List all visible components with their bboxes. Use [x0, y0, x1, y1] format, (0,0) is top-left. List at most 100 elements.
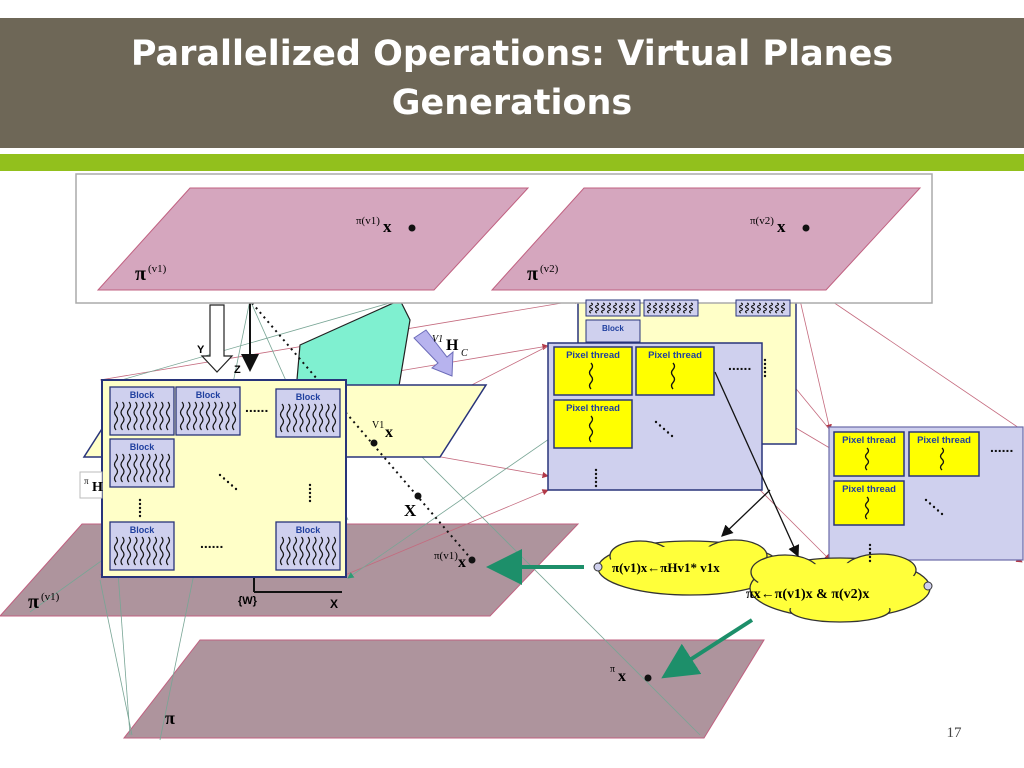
divider-white — [0, 148, 1024, 154]
pixel-thread: Pixel thread — [553, 399, 633, 449]
axis-x-label: X — [330, 597, 338, 611]
continuation-dots: ...... — [728, 357, 751, 373]
block-label: Block — [296, 525, 322, 535]
thread-squiggles — [113, 453, 171, 483]
top-plane-2-point: x — [777, 217, 786, 236]
top-plane-1-point: x — [383, 217, 392, 236]
thread-squiggle — [939, 447, 945, 471]
pixel-thread: Pixel thread — [833, 480, 905, 526]
y-axis-hollow-arrow — [200, 304, 234, 373]
block-label: Block — [130, 390, 156, 400]
block — [585, 299, 641, 317]
block-label: Block — [130, 442, 156, 452]
slide-title: Parallelized Operations: Virtual Planes … — [0, 30, 1024, 128]
block: Block — [275, 521, 341, 571]
cloud-2-text: πx←π(v1)x & π(v2)x — [746, 587, 869, 602]
axis-z-label: Z — [234, 364, 241, 376]
continuation-dots-vertical — [308, 483, 312, 503]
bottom-plane-point-pre: π — [610, 664, 615, 675]
block-label: Block — [130, 525, 156, 535]
continuation-dots: ...... — [200, 535, 223, 551]
block: Block — [109, 438, 175, 488]
slide-title-line-2: Generations — [391, 83, 633, 123]
pixel-thread-label: Pixel thread — [842, 484, 896, 495]
image-point-pre: V1 — [372, 420, 384, 431]
thread-squiggles — [113, 401, 171, 431]
cloud-1-text: π(v1)x←πHv1* v1x — [612, 560, 720, 575]
thread-squiggles — [589, 302, 635, 314]
pixel-thread: Pixel thread — [553, 346, 633, 396]
continuation-dots-vertical — [594, 468, 598, 488]
world-frame-label: {W} — [238, 595, 258, 607]
partial-label-pre: π — [84, 476, 89, 486]
pixel-thread-label: Pixel thread — [842, 435, 896, 446]
homography-arrow — [413, 329, 454, 377]
continuation-dots: ...... — [990, 439, 1013, 455]
camera-ray — [251, 302, 476, 564]
thread-squiggle — [588, 362, 594, 390]
thread-squiggles — [113, 536, 171, 566]
pixel-thread-label: Pixel thread — [566, 350, 620, 361]
plane-pi-v1 — [96, 187, 530, 291]
block-label: Block — [296, 392, 322, 402]
thread-cloud-2 — [749, 553, 933, 623]
homography-label: H — [446, 337, 459, 354]
result-arrows — [486, 549, 754, 679]
block: Block — [275, 388, 341, 438]
pixel-thread: Pixel thread — [833, 431, 905, 477]
block — [735, 299, 791, 317]
thread-squiggle — [588, 415, 594, 443]
block-label: Block — [196, 390, 222, 400]
top-plane-2-sup: (v2) — [540, 263, 559, 275]
block-label: Block — [602, 324, 624, 333]
block: Block — [585, 319, 641, 343]
pixel-thread: Pixel thread — [908, 431, 980, 477]
world-point: X — [404, 501, 417, 520]
homography-sub: C — [461, 348, 468, 359]
top-plane-1-point-pre: π(v1) — [356, 215, 380, 227]
continuation-dots-vertical — [138, 498, 142, 518]
top-plane-2-point-pre: π(v2) — [750, 215, 774, 227]
left-plane-name: π — [28, 591, 39, 613]
left-plane-sup: (v1) — [41, 591, 60, 603]
cloud-texts: π(v1)x←πHv1* v1x πx←π(v1)x & π(v2)x — [612, 560, 869, 602]
axis-labels: Y Z {W} X — [197, 344, 338, 611]
plane-pi-bottom — [122, 639, 765, 739]
thread-squiggles — [647, 302, 693, 314]
divider-green — [0, 154, 1024, 171]
plane-pi-v2 — [490, 187, 922, 291]
left-plane-point: x — [458, 554, 466, 571]
continuation-dots-diagonal — [654, 420, 674, 438]
top-plane-2-name: π — [527, 263, 538, 285]
left-plane-point-pre: π(v1) — [434, 550, 458, 562]
block — [643, 299, 699, 317]
thread-squiggles — [279, 403, 337, 433]
pixel-thread: Pixel thread — [635, 346, 715, 396]
thread-squiggle — [864, 496, 870, 520]
block: Block — [109, 386, 175, 436]
thread-cloud-1 — [593, 539, 783, 596]
thread-squiggle — [864, 447, 870, 471]
top-plane-1-name: π — [135, 263, 146, 285]
thread-squiggle — [670, 362, 676, 390]
top-plane-1-sup: (v1) — [148, 263, 167, 275]
block: Block — [175, 386, 241, 436]
pixel-thread-label: Pixel thread — [648, 350, 702, 361]
thread-squiggles — [279, 536, 337, 566]
partial-label: H — [92, 480, 103, 495]
thread-squiggles — [179, 401, 237, 431]
continuation-dots-vertical — [763, 358, 767, 378]
pixel-thread-label: Pixel thread — [917, 435, 971, 446]
continuation-dots-layer: ........................ — [138, 357, 1013, 563]
continuation-dots-vertical — [868, 543, 872, 563]
diagram-labels: π(v1) x π (v1) π(v2) x π (v2) V1 H C V1 … — [28, 215, 786, 728]
continuation-dots-diagonal — [924, 498, 944, 516]
bottom-plane-point: x — [618, 668, 626, 685]
continuation-dots-diagonal — [218, 473, 238, 491]
thread-to-cloud-arrows — [714, 371, 800, 558]
title-bar — [0, 18, 1024, 148]
thread-squiggles — [739, 302, 785, 314]
